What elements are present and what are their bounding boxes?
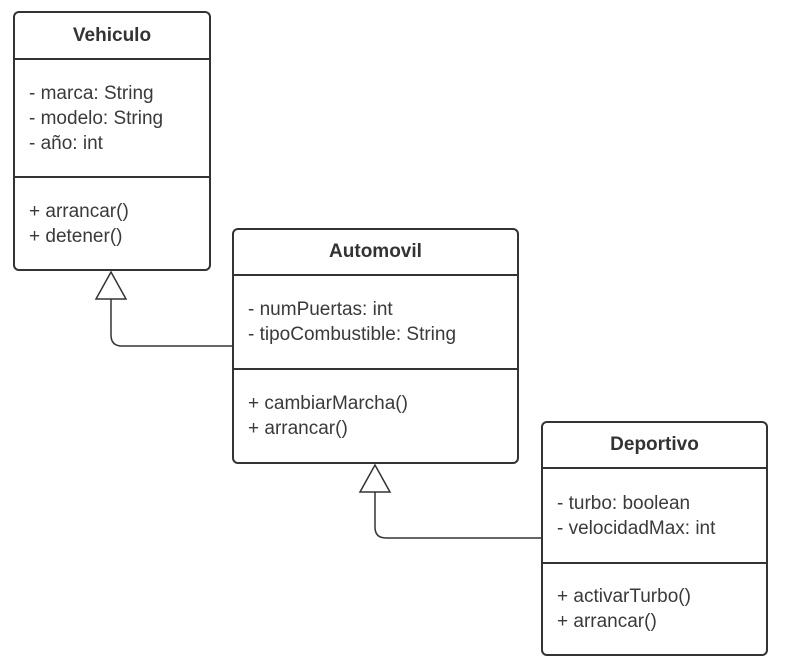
generalization-line-deportivo-automovil <box>374 492 543 539</box>
class-name-automovil: Automovil <box>234 230 517 276</box>
class-name-deportivo: Deportivo <box>543 423 766 469</box>
methods-deportivo: + activarTurbo() + arrancar() <box>543 564 766 654</box>
method: + arrancar() <box>557 611 657 632</box>
method: + cambiarMarcha() <box>248 393 408 414</box>
generalization-arrowhead-automovil <box>358 463 392 493</box>
method: + arrancar() <box>248 418 348 439</box>
class-automovil: Automovil - numPuertas: int - tipoCombus… <box>232 228 519 464</box>
attributes-deportivo: - turbo: boolean - velocidadMax: int <box>543 469 766 564</box>
methods-automovil: + cambiarMarcha() + arrancar() <box>234 370 517 462</box>
attribute: - velocidadMax: int <box>557 517 716 539</box>
class-deportivo: Deportivo - turbo: boolean - velocidadMa… <box>541 421 768 656</box>
attribute: - turbo: boolean <box>557 492 691 514</box>
class-vehiculo: Vehiculo - marca: String - modelo: Strin… <box>13 11 211 271</box>
attribute: - año: int <box>29 132 103 154</box>
attribute: - tipoCombustible: String <box>248 324 457 345</box>
generalization-line-automovil-vehiculo <box>110 299 234 347</box>
method: + detener() <box>29 225 123 247</box>
method: + arrancar() <box>29 200 129 222</box>
class-name-vehiculo: Vehiculo <box>15 13 209 60</box>
generalization-arrowhead-vehiculo <box>94 270 128 300</box>
attributes-automovil: - numPuertas: int - tipoCombustible: Str… <box>234 276 517 370</box>
attribute: - marca: String <box>29 82 154 104</box>
method: + activarTurbo() <box>557 586 691 607</box>
attribute: - numPuertas: int <box>248 299 393 320</box>
attributes-vehiculo: - marca: String - modelo: String - año: … <box>15 60 209 178</box>
methods-vehiculo: + arrancar() + detener() <box>15 178 209 269</box>
attribute: - modelo: String <box>29 107 164 129</box>
